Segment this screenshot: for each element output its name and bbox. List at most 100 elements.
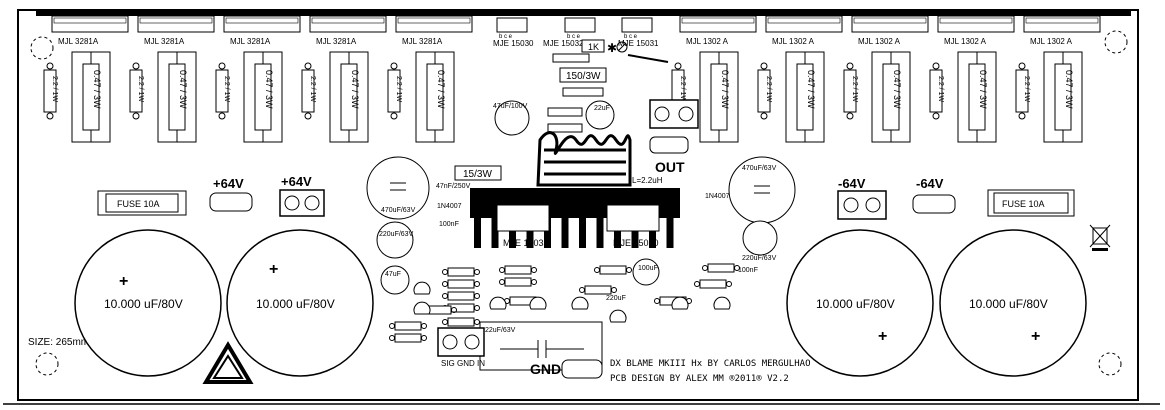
pad xyxy=(304,62,312,70)
pad xyxy=(46,62,54,70)
driver-transistor-label: MJE 15032 xyxy=(543,39,584,48)
minus64-terminal-block xyxy=(837,190,887,220)
heatsink-fin xyxy=(596,218,604,248)
driver-transistor-pins: b c e xyxy=(624,34,638,40)
base-resistor-label: 2.2 / 1W xyxy=(937,76,944,102)
cap-47uf-label: 47uF xyxy=(385,271,401,278)
emitter-resistor-label: 0.47 / 3W xyxy=(264,70,274,109)
small-resistor xyxy=(447,317,475,327)
pad xyxy=(442,269,448,275)
mounting-hole-bl xyxy=(35,352,59,376)
pad xyxy=(474,293,480,299)
small-transistor xyxy=(413,281,431,295)
mounting-hole-br xyxy=(1098,352,1122,376)
minus64-pad xyxy=(912,194,956,214)
out-label: OUT xyxy=(655,159,685,175)
cap-100nf-label: 100nF xyxy=(439,221,459,228)
pad xyxy=(421,335,427,341)
resistor-150-3w-label: 150/3W xyxy=(566,71,601,82)
pad xyxy=(1018,62,1026,70)
fuse-left-label: FUSE 10A xyxy=(117,199,160,209)
base-resistor xyxy=(757,69,771,113)
pad xyxy=(304,112,312,120)
small-resistor xyxy=(447,291,475,301)
base-resistor xyxy=(301,69,315,113)
right-power-stage: MJL 1302 A 0.47 / 3W 2.2 / 1W MJL 1302 A 0.4… xyxy=(671,15,1101,143)
power-transistor-label: MJL 1302 A xyxy=(772,37,815,46)
cap-22uf-label: 22uF xyxy=(594,105,610,112)
big-cap-4-label: 10.000 uF/80V xyxy=(969,297,1048,311)
pad xyxy=(499,279,505,285)
power-transistor-tab xyxy=(139,17,213,24)
emitter-resistor-core xyxy=(882,63,900,131)
resistor-small xyxy=(547,107,583,117)
pad xyxy=(694,281,700,287)
big-cap-1-label: 10.000 uF/80V xyxy=(104,297,183,311)
emitter-resistor-label: 0.47 / 3W xyxy=(436,70,446,109)
trimmer-star: ✱ xyxy=(607,41,617,55)
big-cap-2 xyxy=(226,229,374,377)
heatsink-fin xyxy=(649,218,656,248)
mje15030-body xyxy=(606,204,660,232)
cap-100nf-right-label: 100nF xyxy=(738,267,758,274)
pad xyxy=(442,281,448,287)
emitter-resistor-label: 0.47 / 3W xyxy=(720,70,730,109)
pad xyxy=(531,279,537,285)
resistor-small xyxy=(547,123,583,133)
heatsink-fin xyxy=(561,218,569,248)
cap-220uf-63v-label: 220uF/63V xyxy=(379,231,414,238)
cap-47uf-100v xyxy=(494,100,530,136)
resistor-15-3w-label: 15/3W xyxy=(463,169,492,180)
heatsink-fin xyxy=(544,218,551,248)
heatsink-fins xyxy=(474,218,674,248)
pad xyxy=(674,62,682,70)
power-transistor-label: MJL 1302 A xyxy=(944,37,987,46)
output-inductor xyxy=(536,131,632,187)
screw-terminal-icon xyxy=(678,106,694,122)
mje15033-label: MJE 15033 xyxy=(503,238,549,248)
base-resistor-label: 2.2 / 1W xyxy=(223,76,230,102)
board-credit: PCB DESIGN BY ALEX MM ®2011® V2.2 xyxy=(610,374,789,384)
emitter-resistor-label: 0.47 / 3W xyxy=(178,70,188,109)
cap-470uf-63v-label: 470uF/63V xyxy=(381,207,416,214)
emitter-resistor-core xyxy=(968,63,986,131)
big-cap-2-plus: + xyxy=(269,261,278,278)
pad xyxy=(474,281,480,287)
driver-transistor-label: MJE 15030 xyxy=(493,39,534,48)
small-resistor xyxy=(707,263,735,273)
cap-47uf xyxy=(380,265,410,295)
screw-terminal-icon xyxy=(464,334,480,350)
gnd-pad xyxy=(561,359,603,379)
minus64-label-b: -64V xyxy=(916,176,944,191)
power-transistor-label: MJL 3281A xyxy=(316,37,357,46)
pad xyxy=(474,269,480,275)
base-resistor-label: 2.2 / 1W xyxy=(395,76,402,102)
pad xyxy=(654,298,660,304)
small-transistor xyxy=(713,296,731,310)
pad xyxy=(390,112,398,120)
heatsink-fin xyxy=(509,218,516,248)
big-cap-4 xyxy=(939,229,1087,377)
power-transistor-label: MJL 3281A xyxy=(58,37,99,46)
power-transistor-tab xyxy=(311,17,385,24)
driver-transistor-body xyxy=(496,17,528,33)
heatsink-fin xyxy=(491,218,499,248)
emitter-resistor-core xyxy=(340,63,358,131)
screw-terminal-icon xyxy=(284,195,300,211)
pad xyxy=(474,305,480,311)
plus64-pad xyxy=(209,192,253,212)
emitter-resistor-core xyxy=(168,63,186,131)
big-cap-4-plus: + xyxy=(1031,328,1040,345)
cap-220uf-label: 220uF xyxy=(606,295,626,302)
input-terminal-block xyxy=(437,327,485,357)
hazard-warning-icon xyxy=(202,341,254,384)
power-transistor-tab xyxy=(397,17,471,24)
emitter-resistor-label: 0.47 / 3W xyxy=(806,70,816,109)
base-resistor xyxy=(129,69,143,113)
power-transistor-tab xyxy=(1025,17,1099,24)
trimmer-pot-icon xyxy=(616,41,628,53)
mounting-hole-tr xyxy=(1104,30,1128,54)
fuse-right-label: FUSE 10A xyxy=(1002,199,1045,209)
pad xyxy=(132,112,140,120)
power-transistor-tab xyxy=(767,17,841,24)
